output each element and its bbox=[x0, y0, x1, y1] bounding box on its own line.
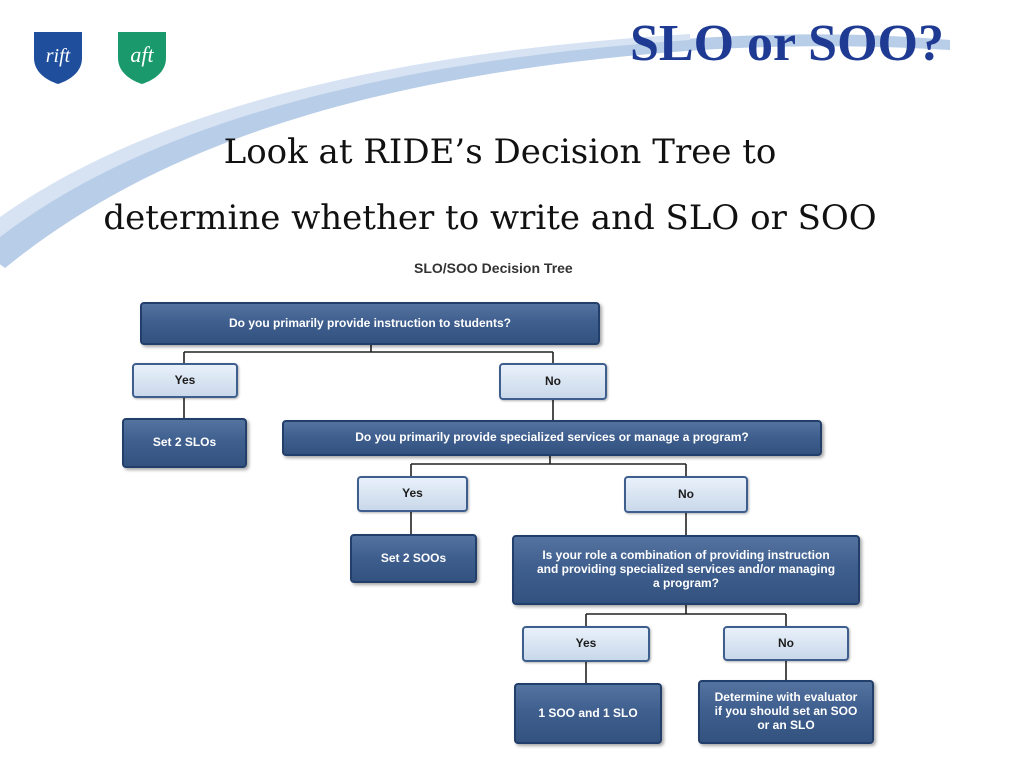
svg-text:rift: rift bbox=[46, 45, 71, 67]
svg-text:aft: aft bbox=[130, 42, 154, 67]
question-node-instruction: Do you primarily provide instruction to … bbox=[140, 302, 600, 345]
slide-subtitle-line-1: Look at RIDE’s Decision Tree to bbox=[223, 132, 777, 172]
answer-node-yes-1: Yes bbox=[132, 363, 238, 398]
aft-logo: aft bbox=[118, 32, 166, 84]
answer-node-no-1: No bbox=[499, 363, 607, 400]
answer-node-no-2: No bbox=[624, 476, 748, 513]
result-node-set-2-soos: Set 2 SOOs bbox=[350, 534, 477, 583]
answer-node-yes-2: Yes bbox=[357, 476, 468, 512]
question-node-combination-role: Is your role a combination of providing … bbox=[512, 535, 860, 605]
question-node-specialized-services: Do you primarily provide specialized ser… bbox=[282, 420, 822, 456]
rift-logo: rift bbox=[34, 32, 82, 84]
answer-node-yes-3: Yes bbox=[522, 626, 650, 662]
slide-subtitle-line-2: determine whether to write and SLO or SO… bbox=[103, 198, 877, 238]
result-node-1-soo-and-1-slo: 1 SOO and 1 SLO bbox=[514, 683, 662, 744]
slide-title: SLO or SOO? bbox=[629, 15, 944, 72]
answer-node-no-3: No bbox=[723, 626, 849, 661]
decorative-swoosh bbox=[0, 34, 950, 268]
decision-tree-title: SLO/SOO Decision Tree bbox=[414, 260, 573, 276]
result-node-determine-with-evaluator: Determine with evaluator if you should s… bbox=[698, 680, 874, 744]
result-node-set-2-slos: Set 2 SLOs bbox=[122, 418, 247, 468]
